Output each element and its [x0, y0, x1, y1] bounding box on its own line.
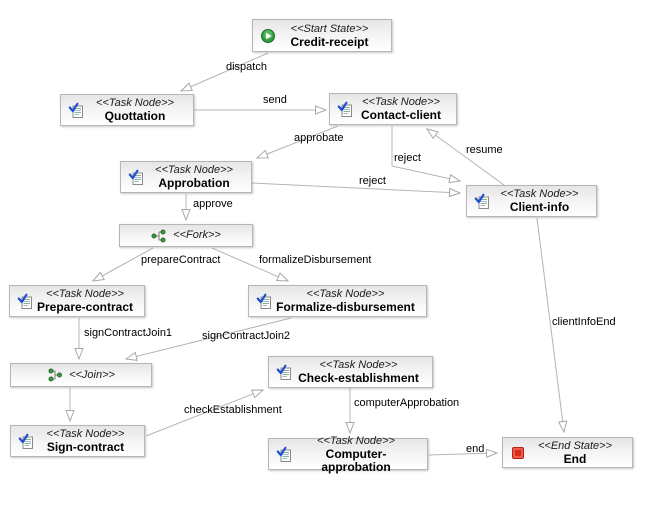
transition-label-reject-from-approbation[interactable]: reject — [359, 175, 386, 187]
task-icon — [128, 169, 145, 186]
node-computer-approbation[interactable]: <<Task Node>>Computer-approbation — [268, 435, 428, 473]
transition-dispatch[interactable] — [179, 52, 269, 92]
node-text: <<Start State>>Credit-receipt — [276, 23, 391, 49]
node-name: Credit-receipt — [290, 34, 369, 49]
node-stereotype: <<Task Node>> — [306, 288, 385, 300]
node-text: <<Task Node>>Prepare-contract — [34, 288, 144, 314]
node-stereotype: <<Task Node>> — [46, 428, 125, 440]
node-stereotype: <<Task Node>> — [319, 359, 398, 371]
transition-end[interactable] — [428, 448, 499, 459]
transition-check-establishment[interactable] — [145, 389, 265, 437]
node-text: <<Task Node>>Formalize-disbursement — [273, 288, 426, 314]
node-stereotype: <<Fork>> — [173, 229, 221, 241]
task-icon — [256, 293, 273, 310]
node-name: Formalize-disbursement — [276, 300, 415, 314]
transition-label-approve[interactable]: approve — [193, 198, 233, 210]
transition-label-formalize-disbursement[interactable]: formalizeDisbursement — [259, 254, 372, 266]
transition-label-sign-contract-join2[interactable]: signContractJoin2 — [202, 330, 291, 342]
node-text: <<Task Node>>Sign-contract — [35, 428, 144, 454]
transition-prepare-contract[interactable] — [91, 247, 154, 282]
node-stereotype: <<End State>> — [537, 439, 612, 452]
node-client-info[interactable]: <<Task Node>>Client-info — [466, 185, 597, 217]
node-stereotype: <<Task Node>> — [317, 434, 395, 447]
node-fork[interactable]: <<Fork>> — [119, 224, 253, 247]
node-check-establishment[interactable]: <<Task Node>>Check-establishment — [268, 356, 433, 388]
node-text: <<Task Node>>Quottation — [85, 97, 193, 123]
node-text: <<Join>> — [63, 369, 115, 382]
node-name: Prepare-contract — [36, 300, 134, 314]
node-text: <<Task Node>>Computer-approbation — [293, 435, 427, 474]
node-text: <<End State>>End — [526, 440, 632, 466]
node-sign-contract[interactable]: <<Task Node>>Sign-contract — [10, 425, 145, 457]
task-icon — [18, 433, 35, 450]
node-approbation[interactable]: <<Task Node>>Approbation — [120, 161, 252, 193]
task-icon — [276, 446, 293, 463]
transition-label-check-establishment[interactable]: checkEstablishment — [184, 404, 282, 416]
node-text: <<Task Node>>Contact-client — [354, 96, 456, 122]
transition-reject-from-approbation[interactable] — [251, 182, 462, 198]
node-formalize-disbursement[interactable]: <<Task Node>>Formalize-disbursement — [248, 285, 427, 317]
node-stereotype: <<Task Node>> — [362, 96, 440, 108]
transition-formalize-disbursement[interactable] — [211, 247, 290, 282]
node-text: <<Task Node>>Client-info — [491, 188, 596, 214]
node-stereotype: <<Task Node>> — [155, 164, 233, 176]
task-icon — [276, 364, 293, 381]
transition-resume[interactable] — [425, 128, 505, 186]
node-text: <<Fork>> — [167, 229, 221, 242]
node-name: Approbation — [158, 176, 230, 190]
node-stereotype: <<Join>> — [69, 368, 115, 381]
node-prepare-contract[interactable]: <<Task Node>>Prepare-contract — [9, 285, 145, 317]
transition-label-send[interactable]: send — [263, 94, 287, 106]
transition-approbate[interactable] — [255, 125, 339, 159]
transition-label-computer-approbation[interactable]: computerApprobation — [354, 397, 460, 409]
task-icon — [474, 193, 491, 210]
node-name: Sign-contract — [46, 440, 125, 454]
transition-label-resume[interactable]: resume — [466, 144, 503, 156]
node-quottation[interactable]: <<Task Node>>Quottation — [60, 94, 194, 126]
transition-label-approbate[interactable]: approbate — [294, 132, 344, 144]
node-stereotype: <<Task Node>> — [96, 97, 174, 109]
node-name: Check-establishment — [298, 371, 419, 385]
node-name: Client-info — [509, 200, 570, 214]
start-icon — [260, 28, 276, 44]
transition-label-end[interactable]: end — [466, 443, 485, 455]
transition-sign-contract-join2[interactable] — [124, 317, 292, 361]
node-stereotype: <<Task Node>> — [500, 188, 579, 200]
transition-label-client-info-end[interactable]: clientInfoEnd — [552, 316, 616, 328]
transition-label-prepare-contract[interactable]: prepareContract — [141, 254, 221, 266]
node-stereotype: <<Start State>> — [290, 22, 369, 35]
node-name: Quottation — [104, 109, 166, 123]
transition-reject-to-client-info[interactable] — [391, 126, 462, 184]
task-icon — [68, 102, 85, 119]
node-text: <<Task Node>>Check-establishment — [293, 359, 432, 385]
transition-client-info-end[interactable] — [536, 217, 568, 434]
node-contact-client[interactable]: <<Task Node>>Contact-client — [329, 93, 457, 125]
join-icon — [47, 367, 63, 383]
node-name: End — [563, 451, 587, 466]
node-join[interactable]: <<Join>> — [10, 363, 152, 387]
task-icon — [337, 101, 354, 118]
node-name: Contact-client — [360, 108, 441, 122]
task-icon — [17, 293, 34, 310]
transition-label-reject-to-client-info[interactable]: reject — [394, 152, 421, 164]
node-end[interactable]: <<End State>>End — [502, 437, 633, 468]
node-stereotype: <<Task Node>> — [46, 288, 124, 300]
node-text: <<Task Node>>Approbation — [145, 164, 251, 190]
node-name: Computer-approbation — [321, 446, 391, 474]
transition-label-dispatch[interactable]: dispatch — [226, 61, 267, 73]
fork-icon — [151, 228, 167, 244]
transition-label-sign-contract-join1[interactable]: signContractJoin1 — [84, 327, 173, 339]
node-credit-receipt[interactable]: <<Start State>>Credit-receipt — [252, 19, 392, 52]
end-icon — [510, 445, 526, 461]
